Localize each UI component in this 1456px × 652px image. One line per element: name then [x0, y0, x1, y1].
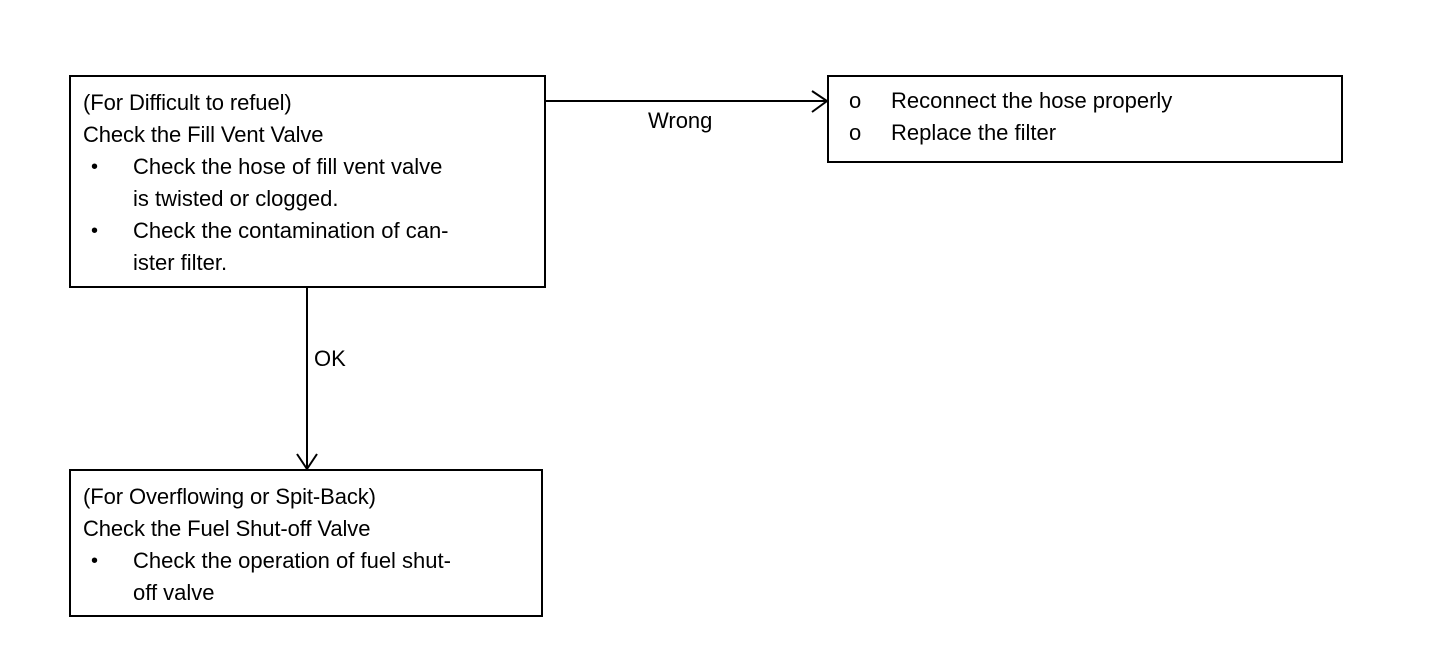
bullet-circle-icon: o: [849, 88, 862, 113]
list-item-text: Check the hose of fill vent valve is twi…: [133, 154, 443, 211]
node-fuel-shutoff-valve-condition: (For Overflowing or Spit-Back): [83, 484, 376, 509]
node-fuel-shutoff-valve-content: (For Overflowing or Spit-Back) Check the…: [71, 471, 541, 609]
bullet-disc-icon: •: [91, 550, 99, 572]
node-fuel-shutoff-valve-action: Check the Fuel Shut-off Valve: [83, 516, 371, 541]
node-fill-vent-valve-content: (For Difficult to refuel) Check the Fill…: [71, 77, 544, 279]
connector-ok-arrow: [296, 286, 318, 471]
bullet-disc-icon: •: [91, 156, 99, 178]
list-item-text: Check the operation of fuel shut- off va…: [133, 548, 451, 605]
list-item-text: Reconnect the hose properly: [891, 88, 1173, 113]
list-item: o Reconnect the hose properly: [841, 85, 1341, 117]
node-wrong-actions-content: o Reconnect the hose properly o Replace …: [829, 77, 1341, 149]
list-item-text: Check the contamination of can- ister fi…: [133, 218, 449, 275]
list-item: o Replace the filter: [841, 117, 1341, 149]
node-fill-vent-valve-action: Check the Fill Vent Valve: [83, 122, 324, 147]
list-item: • Check the contamination of can- ister …: [83, 215, 544, 279]
node-wrong-actions[interactable]: o Reconnect the hose properly o Replace …: [827, 75, 1343, 163]
edge-label-wrong: Wrong: [648, 108, 713, 133]
list-item: • Check the operation of fuel shut- off …: [83, 545, 541, 609]
node-fill-vent-valve[interactable]: (For Difficult to refuel) Check the Fill…: [69, 75, 546, 288]
list-item: • Check the hose of fill vent valve is t…: [83, 151, 544, 215]
list-item-text: Replace the filter: [891, 120, 1057, 145]
bullet-disc-icon: •: [91, 220, 99, 242]
edge-label-ok: OK: [314, 346, 346, 371]
node-fill-vent-valve-condition: (For Difficult to refuel): [83, 90, 292, 115]
node-fuel-shutoff-valve[interactable]: (For Overflowing or Spit-Back) Check the…: [69, 469, 543, 617]
bullet-circle-icon: o: [849, 120, 862, 145]
